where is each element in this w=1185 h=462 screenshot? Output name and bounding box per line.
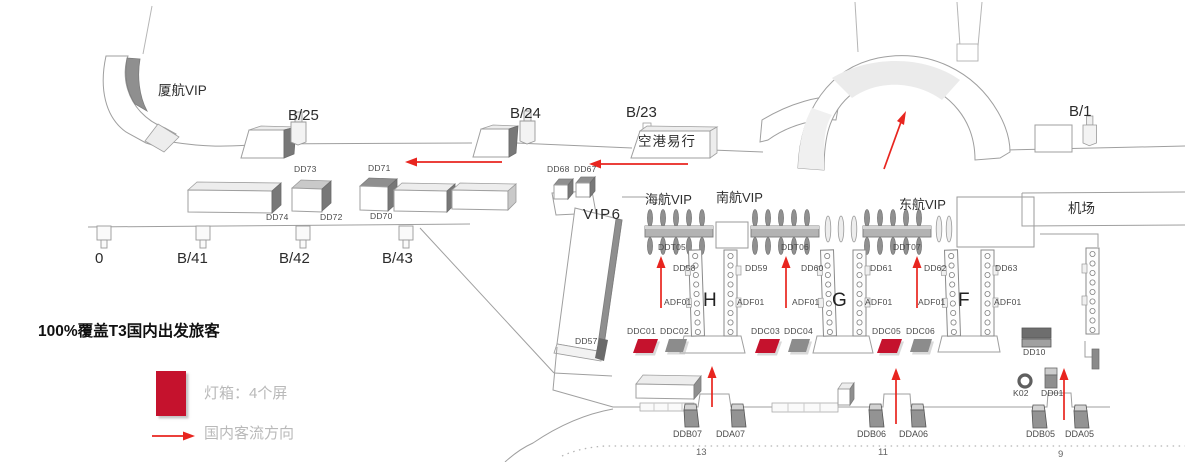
pier-g-label: G [832,290,847,311]
ddb07-label: DDB07 [673,429,703,439]
dd60-label: DD60 [801,263,824,273]
dd62-label: DD62 [924,263,947,273]
gate-b24-label: B/24 [510,105,541,122]
dd74-label: DD74 [266,212,289,222]
legend-flow-arrow [152,431,195,441]
ddt05-label: DDT05 [658,242,686,252]
adf01-label-f-right: ADF01 [994,297,1022,307]
gate-b41-label: B/41 [177,250,208,267]
dd72-label: DD72 [320,212,343,222]
gate-b25-structure [240,111,307,159]
arch-structure [759,1,1011,171]
dda06-label: DDA06 [899,429,929,439]
pier-h-label: H [703,290,717,311]
dda05-label: DDA05 [1065,429,1095,439]
ddc-lightboxes [633,339,934,356]
pier-right-edge-column [1081,247,1100,370]
ddb06-label: DDB06 [857,429,887,439]
dd57-label: DD57 [575,336,598,346]
gate-lightboxes [683,403,1090,429]
flow-arrows [405,111,1069,424]
vip6-building [553,207,623,362]
coverage-headline: 100%覆盖T3国内出发旅客 [38,323,220,340]
gate-b23-label: B/23 [626,104,657,121]
xiamen-vip-lounge [102,5,180,153]
adf01-label-h-right: ADF01 [737,297,765,307]
jichang-walls [1021,191,1185,247]
ddc01-label: DDC01 [627,326,656,336]
gate-b1-structure [1034,115,1097,153]
adf01-label-g-left: ADF01 [792,297,820,307]
legend-lightbox-swatch [156,371,186,416]
dd10-label: DD10 [1023,347,1046,357]
dd01-label: DD01 [1041,388,1064,398]
gate-b43-label: B/43 [382,250,413,267]
dd68-dd67-boxes [551,175,597,216]
landside-left-wall [87,223,555,374]
adf01-label-h-left: ADF01 [664,297,692,307]
stand-13-label: 13 [696,447,707,458]
gate-b25-label: B/25 [288,107,319,124]
ddc03-label: DDC03 [751,326,780,336]
dd10-box [1021,327,1052,348]
hainan-vip-label: 海航VIP [645,192,692,207]
pier-f [937,249,1001,353]
ddt07-label: DDT07 [893,242,921,252]
dd63-label: DD63 [995,263,1018,273]
ddc04-label: DDC04 [784,326,813,336]
ddc02-label: DDC02 [660,326,689,336]
dd67-label: DD67 [574,164,597,174]
dd01-box [1044,367,1058,389]
gate-b1-label: B/1 [1069,103,1092,120]
k02-label: K02 [1013,388,1029,398]
legend-lightbox-label: 灯箱：4个屏 [204,385,288,402]
konggang-yixing-label: 空港易行 [638,134,696,149]
pier-g [812,249,874,354]
stand-11-label: 11 [878,447,888,458]
dd61-label: DD61 [870,263,893,273]
mid-media-boxes [186,177,518,214]
gate-b40-label: 0 [95,250,104,267]
k02-ring [1017,373,1033,389]
dd71-label: DD71 [368,163,391,173]
ddc05-label: DDC05 [872,326,901,336]
dd70-label: DD70 [370,211,393,221]
xiamen-vip-label: 厦航VIP [158,83,207,98]
gate-b24-structure [472,110,536,158]
dd73-label: DD73 [294,164,317,174]
donghang-vip-label: 东航VIP [899,197,946,212]
jichang-label: 机场 [1068,201,1095,216]
dd59-label: DD59 [745,263,768,273]
vip6-label: VIP6 [583,206,622,223]
dda07-label: DDA07 [716,429,746,439]
dd58-label: DD58 [673,263,696,273]
stand-9-label: 9 [1058,449,1064,460]
nanhang-vip-label: 南航VIP [716,190,763,205]
ddt06-label: DDT06 [781,242,809,252]
legend-flow-label: 国内客流方向 [204,425,295,442]
ddb05-label: DDB05 [1026,429,1056,439]
gate-b42-label: B/42 [279,250,310,267]
apron-buildings [635,374,855,413]
ddc06-label: DDC06 [906,326,935,336]
adf01-label-f-left: ADF01 [918,297,946,307]
pier-f-label: F [958,290,970,311]
checkin-counters [622,196,1035,255]
dd68-label: DD68 [547,164,570,174]
konggang-yixing-box [630,122,719,159]
adf01-label-g-right: ADF01 [865,297,893,307]
